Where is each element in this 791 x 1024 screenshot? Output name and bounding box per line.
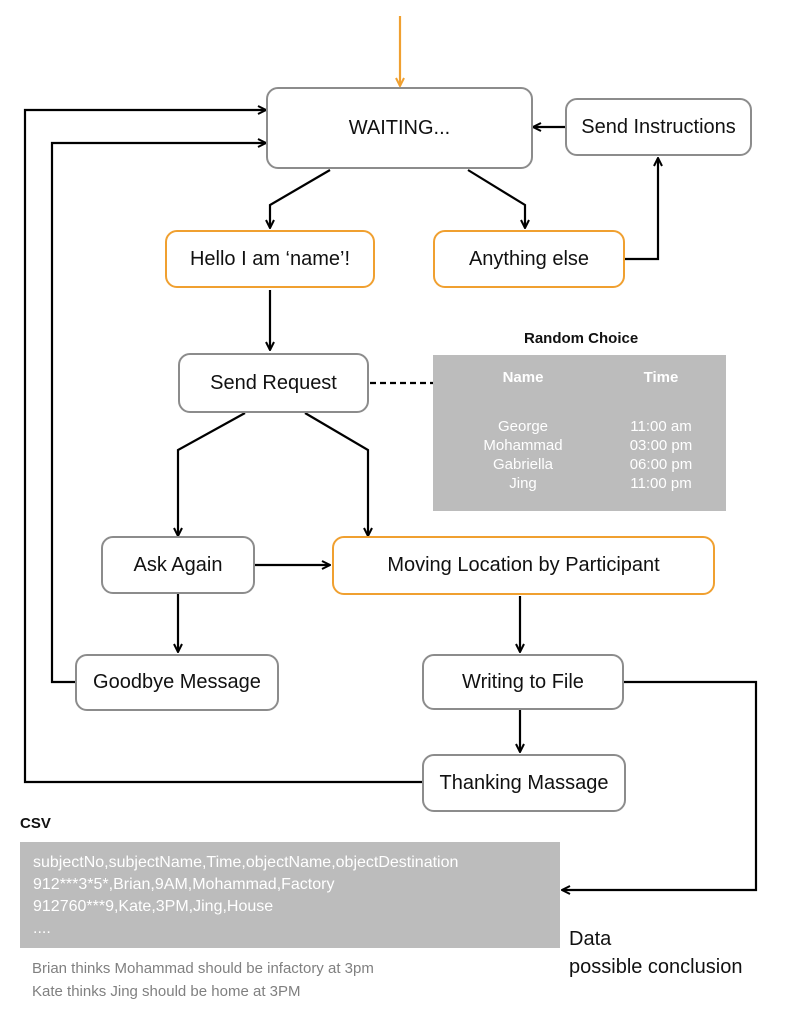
table-cell-name: Jing: [509, 475, 537, 492]
table-cell-name: Mohammad: [483, 437, 563, 454]
data-label-line: possible conclusion: [569, 956, 743, 978]
arrow-writing-csv: [562, 680, 758, 890]
node-send-request: Send Request: [178, 353, 369, 413]
csv-line: 912***3*5*,Brian,9AM,Mohammad,Factory: [33, 876, 335, 893]
table-cell-time: 11:00 pm: [630, 475, 692, 492]
node-anything-else: Anything else: [433, 230, 625, 288]
arrow-waiting-anything: [467, 169, 525, 228]
arrow-anything-instructions: [625, 158, 658, 261]
table-cell-time: 11:00 am: [630, 418, 692, 435]
column-header-name: Name: [502, 369, 544, 386]
node-moving-location: Moving Location by Participant: [332, 536, 715, 595]
csv-line: 912760***9,Kate,3PM,Jing,House: [33, 898, 274, 915]
random-choice-table: Name Time George 11:00 am Mohammad 03:00…: [433, 355, 726, 511]
csv-panel: subjectNo,subjectName,Time,objectName,ob…: [20, 842, 560, 948]
table-cell-time: 03:00 pm: [629, 437, 693, 454]
note-line: Kate thinks Jing should be home at 3PM: [32, 983, 301, 1000]
random-choice-title: Random Choice: [524, 330, 639, 347]
arrow-waiting-hello: [270, 169, 331, 228]
arrow-goodbye-waiting: [50, 143, 266, 684]
data-conclusion-label: Data possible conclusion: [569, 925, 742, 981]
node-goodbye: Goodbye Message: [75, 654, 279, 711]
node-ask-again: Ask Again: [101, 536, 255, 594]
node-waiting: WAITING...: [266, 87, 533, 169]
arrow-request-moving: [304, 412, 368, 536]
table-cell-name: Gabriella: [492, 456, 554, 473]
column-header-time: Time: [643, 369, 679, 386]
note-line: Brian thinks Mohammad should be infactor…: [32, 960, 374, 977]
table-cell-time: 06:00 pm: [629, 456, 693, 473]
csv-title: CSV: [20, 815, 51, 832]
node-writing-file: Writing to File: [422, 654, 624, 710]
node-hello: Hello I am ‘name’!: [165, 230, 375, 288]
conclusion-notes: Brian thinks Mohammad should be infactor…: [32, 957, 374, 1003]
node-thanking: Thanking Massage: [422, 754, 626, 812]
table-cell-name: George: [497, 418, 549, 435]
arrow-thanking-waiting: [23, 110, 422, 784]
arrow-request-ask: [178, 412, 246, 536]
csv-line: subjectNo,subjectName,Time,objectName,ob…: [33, 854, 459, 871]
csv-line: ....: [33, 920, 51, 937]
node-send-instructions: Send Instructions: [565, 98, 752, 156]
data-label-line: Data: [569, 928, 612, 950]
